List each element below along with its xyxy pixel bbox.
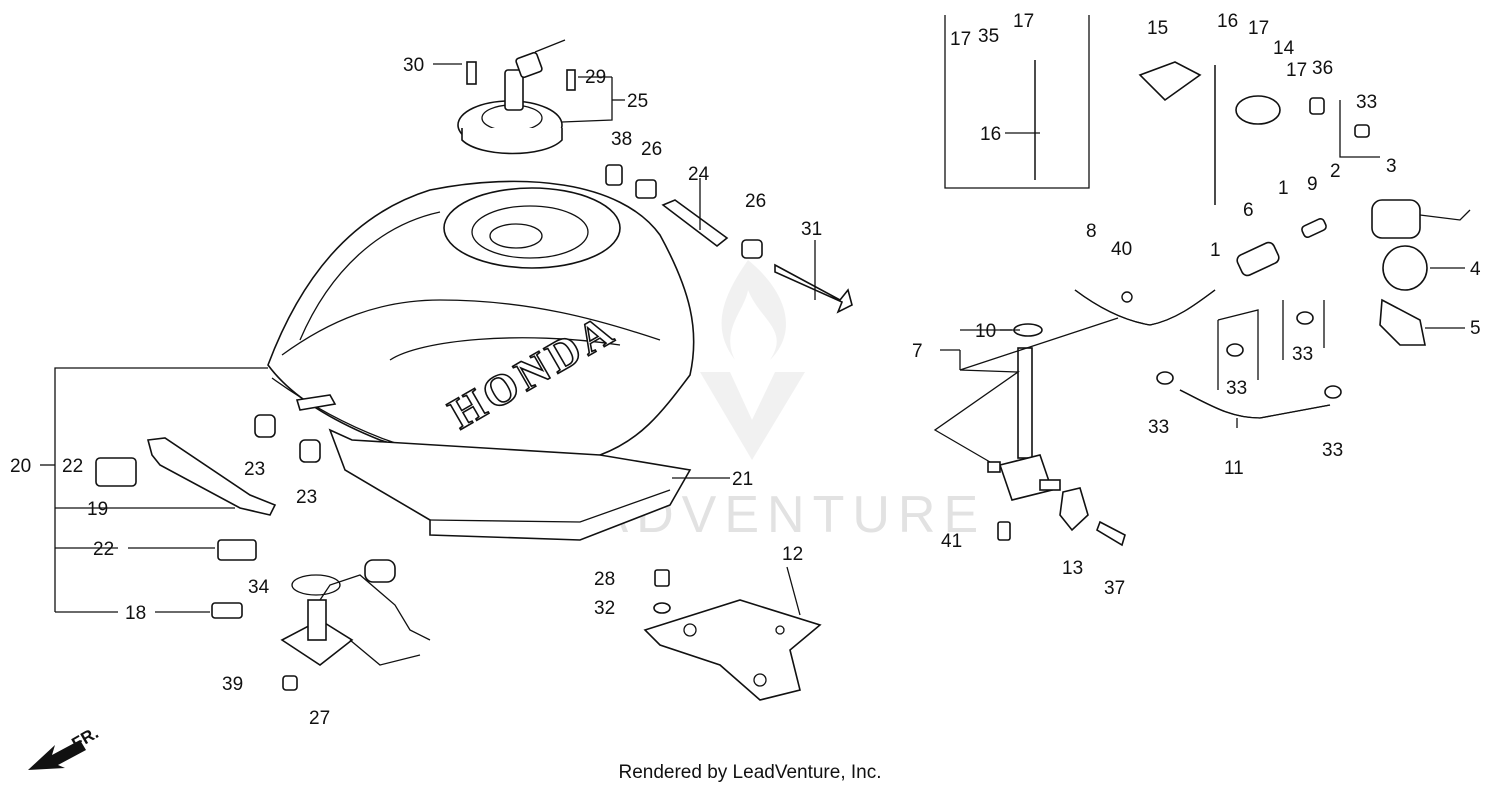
callout-2: 2 [1330, 161, 1341, 182]
callout-39: 39 [222, 674, 243, 695]
callout-13: 13 [1062, 558, 1083, 579]
callout-17c: 17 [1248, 18, 1269, 39]
callout-17a: 17 [950, 29, 971, 50]
callout-41: 41 [941, 531, 962, 552]
callout-27: 27 [309, 708, 330, 729]
heat-shield [328, 428, 692, 541]
callout-30: 30 [403, 55, 424, 76]
fuel-pump [280, 559, 431, 691]
callout-21: 21 [732, 469, 753, 490]
leader-lines [40, 63, 1465, 616]
callout-23b: 23 [296, 487, 317, 508]
callout-38: 38 [611, 129, 632, 150]
callout-6: 6 [1243, 200, 1254, 221]
watermark-logo [700, 260, 805, 460]
callout-19: 19 [87, 499, 108, 520]
fuel-tank [267, 180, 695, 469]
callout-16b: 16 [980, 124, 1001, 145]
front-direction-arrow [28, 740, 86, 770]
callout-10: 10 [975, 321, 996, 342]
callout-37: 37 [1104, 578, 1125, 599]
fuel-cap [457, 39, 566, 155]
callout-33b: 33 [1292, 344, 1313, 365]
callout-25: 25 [627, 91, 648, 112]
callout-26b: 26 [745, 191, 766, 212]
mount-plate [643, 599, 822, 701]
callout-3: 3 [1386, 156, 1397, 177]
callout-11: 11 [1224, 458, 1244, 479]
callout-4: 4 [1470, 259, 1481, 280]
fuel-valve [987, 323, 1061, 501]
callout-18: 18 [125, 603, 146, 624]
callout-33d: 33 [1148, 417, 1169, 438]
callout-33c: 33 [1226, 378, 1247, 399]
callout-36: 36 [1312, 58, 1333, 79]
callout-34: 34 [248, 577, 270, 598]
callout-22b: 22 [93, 539, 114, 560]
callout-1b: 1 [1210, 240, 1221, 261]
callout-33e: 33 [1322, 440, 1343, 461]
callout-23a: 23 [244, 459, 265, 480]
callout-17b: 17 [1013, 11, 1034, 32]
callout-12: 12 [782, 544, 803, 565]
callout-35: 35 [978, 26, 999, 47]
callout-28: 28 [594, 569, 615, 590]
callout-26a: 26 [641, 139, 662, 160]
callout-29: 29 [585, 67, 606, 88]
callout-5: 5 [1470, 318, 1481, 339]
callout-15: 15 [1147, 18, 1168, 39]
callout-32: 32 [594, 598, 615, 619]
callout-9: 9 [1307, 174, 1318, 195]
callout-33a: 33 [1356, 92, 1377, 113]
callout-7: 7 [912, 341, 923, 362]
callout-16a: 16 [1217, 11, 1238, 32]
callout-labels: 1 1 2 3 4 5 6 7 8 9 10 11 12 13 14 15 16… [10, 11, 1481, 729]
footer-credit: Rendered by LeadVenture, Inc. [618, 762, 882, 783]
callout-31: 31 [801, 219, 822, 240]
callout-1a: 1 [1278, 178, 1289, 199]
callout-22a: 22 [62, 456, 83, 477]
callout-20: 20 [10, 456, 31, 477]
callout-8: 8 [1086, 221, 1097, 242]
callout-24: 24 [688, 164, 710, 185]
callout-40: 40 [1111, 239, 1132, 260]
callout-17d: 17 [1286, 60, 1307, 81]
callout-14: 14 [1273, 38, 1295, 59]
